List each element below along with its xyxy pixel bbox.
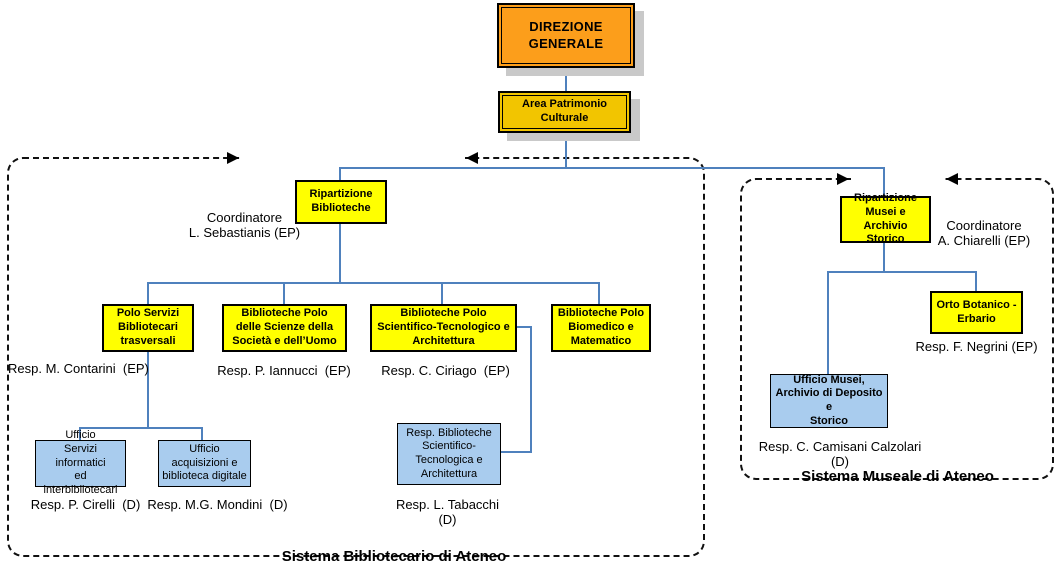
caption-resp-camisani: Resp. C. Camisani Calzolari (D) <box>758 439 925 470</box>
dashed-arrow-left-icon <box>946 173 958 185</box>
node-resp-biblioteche-scientifico: Resp. Biblioteche Scientifico- Tecnologi… <box>397 423 501 485</box>
node-direzione-generale: DIREZIONE GENERALE <box>497 3 635 68</box>
connector-line <box>975 271 977 292</box>
caption-resp-tabacchi: Resp. L. Tabacchi (D) <box>395 497 503 528</box>
connector-line <box>598 282 600 305</box>
connector-line <box>530 326 532 453</box>
connector-line <box>565 133 567 168</box>
node-ufficio-musei: Ufficio Musei, Archivio di Deposito e St… <box>770 374 888 428</box>
gap-mask <box>241 151 465 164</box>
connector-line <box>147 282 149 305</box>
connector-line <box>883 167 885 197</box>
group-label-sistema-museale: Sistema Museale di Ateneo <box>801 468 994 485</box>
connector-line <box>827 271 977 273</box>
dashed-arrow-right-icon <box>837 173 849 185</box>
node-ufficio-servizi-informatici: Ufficio Servizi informatici ed interbibl… <box>35 429 126 496</box>
connector-line <box>339 167 341 181</box>
node-polo-servizi-bibliotecari: Polo Servizi Bibliotecari trasversali <box>102 304 194 352</box>
caption-resp-negrini: Resp. F. Negrini (EP) <box>915 339 1038 354</box>
connector-line <box>79 427 81 441</box>
node-area-patrimonio-culturale: Area Patrimonio Culturale <box>498 91 631 133</box>
caption-resp-ciriago: Resp. C. Ciriago (EP) <box>381 363 510 378</box>
node-orto-botanico: Orto Botanico - Erbario <box>930 291 1023 334</box>
connector-line <box>441 282 443 305</box>
connector-line <box>147 282 600 284</box>
gap-mask <box>851 172 945 185</box>
connector-line <box>283 282 285 305</box>
caption-coordinatore-biblioteche: Coordinatore L. Sebastianis (EP) <box>188 210 301 241</box>
connector-line <box>883 243 885 272</box>
node-biblioteche-polo-scienze: Biblioteche Polo delle Scienze della Soc… <box>222 304 347 352</box>
node-ufficio-acquisizioni: Ufficio acquisizioni e biblioteca digita… <box>158 440 251 487</box>
group-label-sistema-bibliotecario: Sistema Bibliotecario di Ateneo <box>281 548 507 565</box>
connector-line <box>201 427 203 441</box>
dashed-arrow-right-icon <box>227 152 239 164</box>
caption-resp-mondini: Resp. M.G. Mondini (D) <box>147 497 288 512</box>
caption-resp-cirelli: Resp. P. Cirelli (D) <box>30 497 141 512</box>
node-biblioteche-polo-biomedico: Biblioteche Polo Biomedico e Matematico <box>551 304 651 352</box>
connector-line <box>827 271 829 375</box>
node-ripartizione-musei: Ripartizione Musei e Archivio Storico <box>840 192 931 245</box>
connector-line <box>147 352 149 428</box>
caption-resp-contarini: Resp. M. Contarini (EP) <box>8 361 149 376</box>
caption-coordinatore-musei: Coordinatore A. Chiarelli (EP) <box>937 218 1031 249</box>
dashed-arrow-left-icon <box>466 152 478 164</box>
connector-line <box>516 326 532 328</box>
connector-line <box>79 427 203 429</box>
node-ripartizione-biblioteche: Ripartizione Biblioteche <box>295 180 387 224</box>
connector-line <box>339 224 341 283</box>
caption-resp-iannucci: Resp. P. Iannucci (EP) <box>217 363 351 378</box>
connector-line <box>565 68 567 91</box>
connector-line <box>500 451 532 453</box>
node-biblioteche-polo-scientifico: Biblioteche Polo Scientifico-Tecnologico… <box>370 304 517 352</box>
connector-line <box>339 167 885 169</box>
